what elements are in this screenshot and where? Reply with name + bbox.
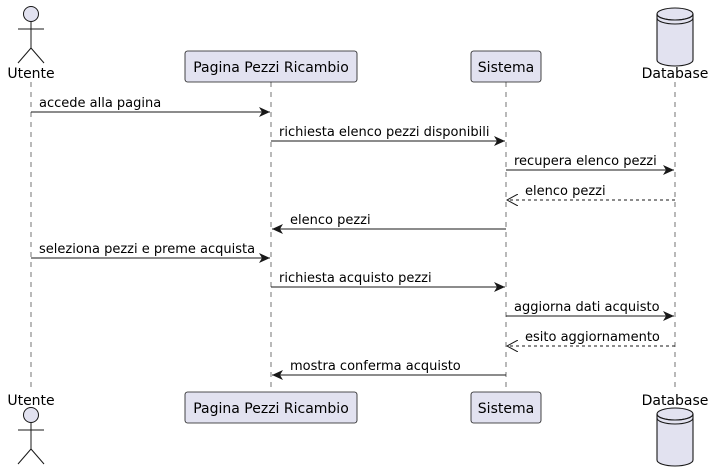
lifelines	[30, 82, 676, 392]
message-10: mostra conferma acquisto	[272, 359, 506, 380]
message-7: richiesta acquisto pezzi	[271, 271, 505, 292]
message-label: esito aggiornamento	[525, 330, 660, 345]
message-4: elenco pezzi	[507, 184, 675, 200]
actor-label: Utente	[7, 66, 54, 82]
participant-top-sistema: Sistema	[470, 50, 542, 83]
message-2: richiesta elenco pezzi disponibili	[271, 125, 505, 146]
participant-box	[470, 391, 542, 424]
message-label: aggiorna dati acquisto	[514, 300, 660, 315]
database-label: Database	[642, 393, 709, 409]
message-6: seleziona pezzi e preme acquista	[31, 242, 270, 263]
message-1: accede alla pagina	[31, 96, 270, 117]
message-label: elenco pezzi	[525, 184, 606, 199]
message-label: accede alla pagina	[39, 96, 161, 111]
message-label: elenco pezzi	[290, 213, 371, 228]
actor-stick-figure-icon	[17, 6, 45, 64]
messages: accede alla pagina richiesta elenco pezzi…	[31, 96, 675, 380]
message-label: richiesta elenco pezzi disponibili	[279, 125, 489, 140]
actor-bottom-utente: Utente	[7, 393, 55, 465]
database-top: Database	[642, 7, 709, 82]
message-3: recupera elenco pezzi	[506, 154, 674, 175]
message-5: elenco pezzi	[272, 213, 506, 234]
participant-label: Sistema	[478, 60, 534, 76]
message-label: richiesta acquisto pezzi	[279, 271, 432, 286]
participants-top: Utente Pagina Pezzi Ricambio Sistema Databa…	[7, 6, 709, 83]
participant-box	[470, 50, 542, 83]
message-label: seleziona pezzi e preme acquista	[39, 242, 255, 257]
message-9: esito aggiornamento	[507, 330, 675, 346]
participant-top-pagina: Pagina Pezzi Ricambio	[184, 50, 358, 83]
actor-stick-figure-icon	[17, 407, 45, 465]
message-label: recupera elenco pezzi	[514, 154, 657, 169]
database-cylinder-icon	[656, 407, 694, 467]
participant-bottom-pagina: Pagina Pezzi Ricambio	[184, 391, 358, 424]
database-bottom: Database	[642, 393, 709, 467]
participant-box	[184, 50, 358, 83]
database-cylinder-icon	[656, 7, 694, 67]
message-label: mostra conferma acquisto	[290, 359, 461, 374]
participant-box	[184, 391, 358, 424]
actor-label: Utente	[7, 393, 54, 409]
message-8: aggiorna dati acquisto	[506, 300, 674, 321]
database-label: Database	[642, 66, 709, 82]
participant-label: Pagina Pezzi Ricambio	[193, 401, 349, 417]
participant-label: Sistema	[478, 401, 534, 417]
participant-bottom-sistema: Sistema	[470, 391, 542, 424]
actor-top-utente: Utente	[7, 6, 55, 82]
participant-label: Pagina Pezzi Ricambio	[193, 60, 349, 76]
